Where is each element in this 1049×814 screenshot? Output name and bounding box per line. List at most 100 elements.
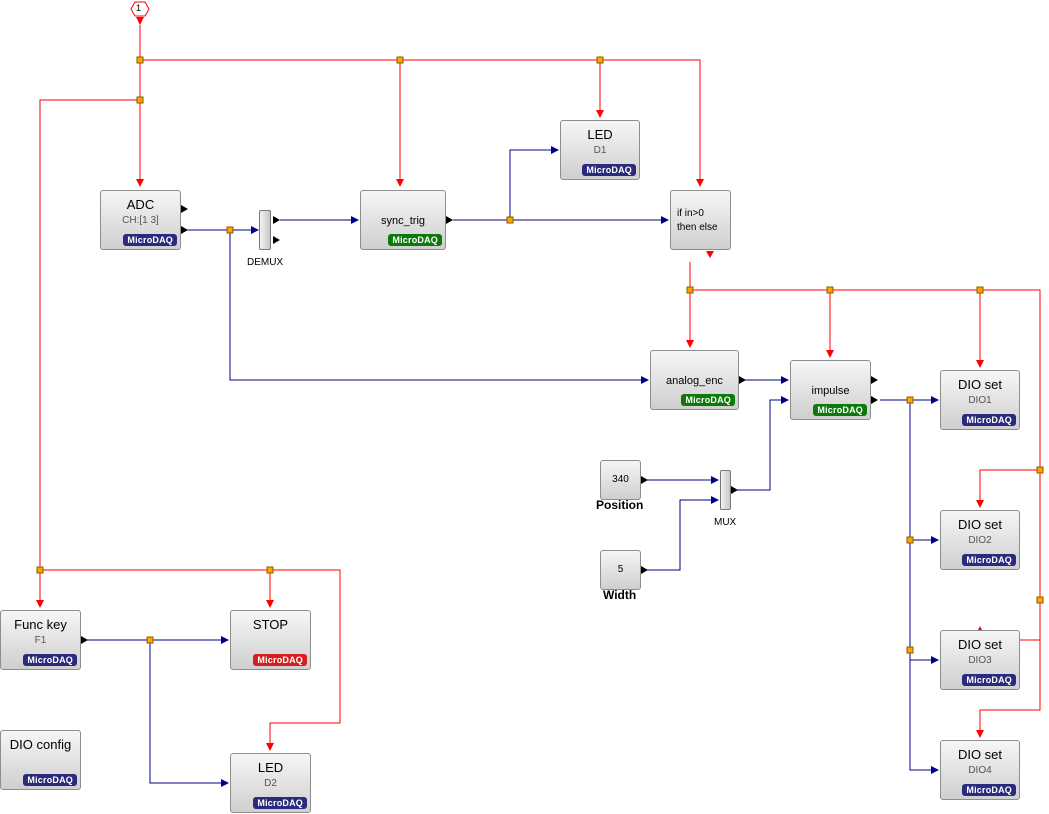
output-port[interactable] (446, 216, 453, 224)
output-port[interactable] (641, 566, 648, 574)
dio-set-3-block[interactable]: DIO set DIO3 MicroDAQ (940, 630, 1020, 690)
output-port[interactable] (731, 486, 738, 494)
dio-set-3-title: DIO set (957, 637, 1003, 652)
dio-config-block[interactable]: DIO config MicroDAQ (0, 730, 81, 790)
impulse-title: impulse (811, 385, 850, 397)
split-point (226, 226, 234, 234)
if-then-else-line2: then else (677, 222, 718, 233)
event-input-label: 1 (136, 3, 142, 13)
func-key-key: F1 (34, 635, 47, 646)
output-port[interactable] (181, 205, 188, 213)
output-port[interactable] (81, 636, 88, 644)
led-d2-block[interactable]: LED D2 MicroDAQ (230, 753, 311, 813)
dio-set-4-pin: DIO4 (968, 765, 992, 776)
split-point (826, 286, 834, 294)
event-link[interactable] (976, 600, 1041, 738)
event-output-port[interactable] (706, 251, 714, 258)
width-constant[interactable]: 5 (600, 550, 641, 590)
split-point (686, 286, 694, 294)
event-link[interactable] (976, 469, 1040, 508)
microdaq-badge: MicroDAQ (253, 797, 307, 809)
led-d2-label: D2 (264, 778, 277, 789)
event-input-port[interactable] (130, 1, 150, 17)
stop-block[interactable]: STOP MicroDAQ (230, 610, 311, 670)
data-link[interactable] (909, 400, 939, 544)
demux-label: DEMUX (247, 257, 284, 268)
data-link[interactable] (737, 396, 789, 491)
sync-trig-block[interactable]: sync_trig MicroDAQ (360, 190, 446, 250)
dio-set-2-block[interactable]: DIO set DIO2 MicroDAQ (940, 510, 1020, 570)
data-link[interactable] (909, 660, 939, 774)
dio-set-2-title: DIO set (957, 517, 1003, 532)
if-then-else-block[interactable]: if in>0 then else (670, 190, 731, 250)
microdaq-badge: MicroDAQ (23, 654, 77, 666)
microdaq-badge: MicroDAQ (962, 784, 1016, 796)
output-port[interactable] (871, 376, 878, 384)
event-link[interactable] (140, 59, 704, 187)
data-link[interactable] (149, 640, 229, 787)
output-port[interactable] (871, 396, 878, 404)
microdaq-badge: MicroDAQ (962, 554, 1016, 566)
if-then-else-line1: if in>0 (677, 208, 704, 219)
microdaq-badge: MicroDAQ (253, 654, 307, 666)
split-point (906, 396, 914, 404)
event-link[interactable] (40, 569, 274, 608)
microdaq-badge: MicroDAQ (123, 234, 177, 246)
led-d1-title: LED (587, 127, 613, 142)
dio-set-2-pin: DIO2 (968, 535, 992, 546)
demux-block[interactable] (259, 210, 271, 250)
microdaq-badge: MicroDAQ (813, 404, 867, 416)
adc-block[interactable]: ADC CH:[1 3] MicroDAQ (100, 190, 181, 250)
analog-enc-block[interactable]: analog_enc MicroDAQ (650, 350, 739, 410)
output-port[interactable] (739, 376, 746, 384)
split-point (146, 636, 154, 644)
func-key-block[interactable]: Func key F1 MicroDAQ (0, 610, 81, 670)
data-link[interactable] (229, 230, 649, 384)
impulse-block[interactable]: impulse MicroDAQ (790, 360, 871, 420)
position-label: Position (596, 498, 644, 512)
microdaq-badge: MicroDAQ (962, 674, 1016, 686)
data-link[interactable] (909, 540, 939, 664)
split-point (136, 96, 144, 104)
led-d2-title: LED (257, 760, 284, 775)
dio-set-1-pin: DIO1 (968, 395, 992, 406)
dio-set-4-block[interactable]: DIO set DIO4 MicroDAQ (940, 740, 1020, 800)
mux-block[interactable] (720, 470, 731, 510)
stop-title: STOP (252, 617, 289, 632)
split-point (596, 56, 604, 64)
split-point (906, 536, 914, 544)
split-point (36, 566, 44, 574)
microdaq-badge: MicroDAQ (962, 414, 1016, 426)
analog-enc-title: analog_enc (666, 375, 723, 387)
output-port[interactable] (273, 216, 280, 224)
split-point (136, 56, 144, 64)
split-point (906, 646, 914, 654)
dio-set-4-title: DIO set (957, 747, 1003, 762)
microdaq-badge: MicroDAQ (388, 234, 442, 246)
output-port[interactable] (273, 236, 280, 244)
dio-set-1-title: DIO set (957, 377, 1003, 392)
dio-config-title: DIO config (9, 737, 72, 752)
position-constant[interactable]: 340 (600, 460, 641, 500)
data-link[interactable] (509, 146, 559, 220)
split-point (1036, 596, 1044, 604)
microdaq-badge: MicroDAQ (582, 164, 636, 176)
split-point (396, 56, 404, 64)
led-d1-label: D1 (593, 145, 607, 156)
event-link[interactable] (690, 289, 1041, 641)
output-port[interactable] (181, 226, 188, 234)
dio-set-1-block[interactable]: DIO set DIO1 MicroDAQ (940, 370, 1020, 430)
microdaq-badge: MicroDAQ (681, 394, 735, 406)
event-link[interactable] (36, 99, 140, 608)
mux-label: MUX (714, 517, 737, 528)
output-port[interactable] (641, 476, 648, 484)
data-link[interactable] (646, 496, 719, 571)
event-link[interactable] (266, 569, 341, 751)
led-d1-block[interactable]: LED D1 MicroDAQ (560, 120, 640, 180)
split-point (506, 216, 514, 224)
event-input-arrow (136, 17, 144, 25)
dio-set-3-pin: DIO3 (968, 655, 992, 666)
width-label: Width (603, 588, 637, 602)
adc-channels: CH:[1 3] (122, 215, 159, 226)
